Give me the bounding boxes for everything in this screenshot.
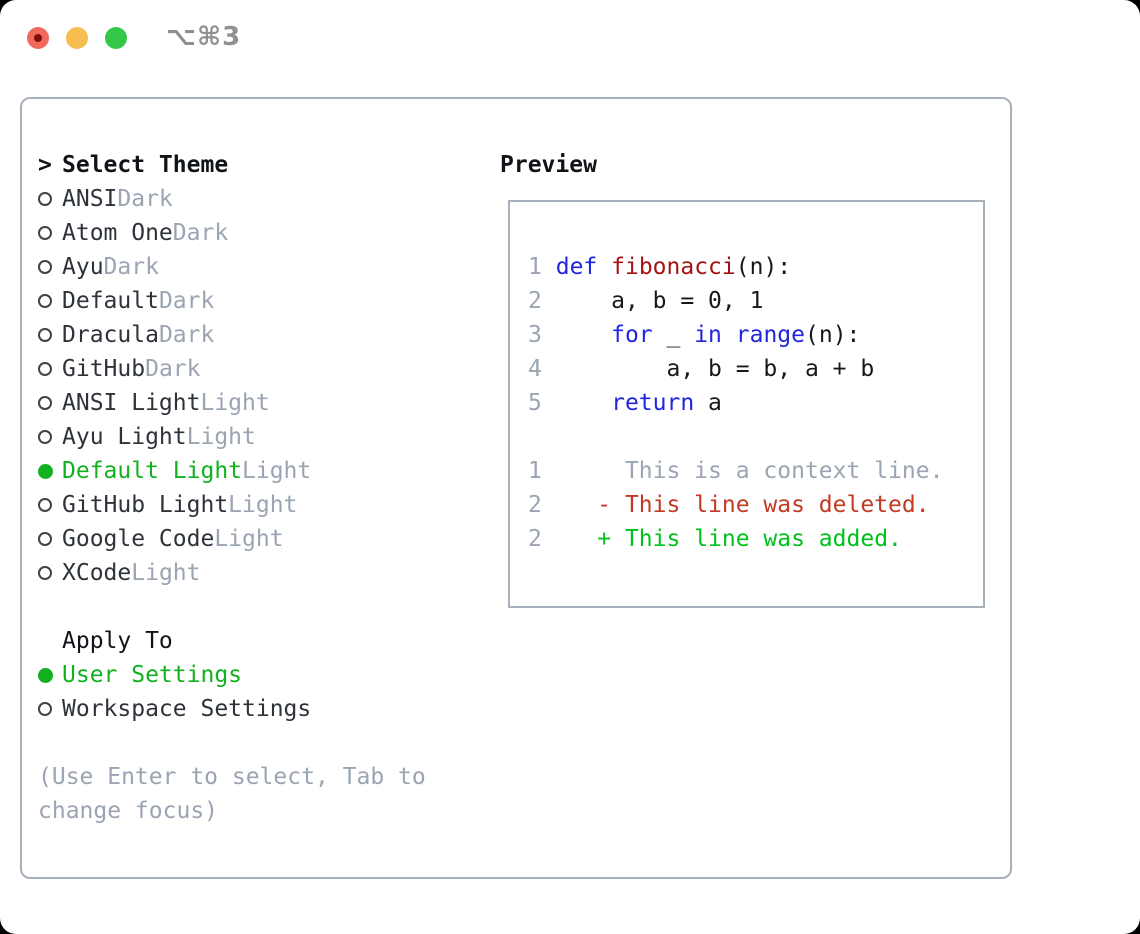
apply-to-title: Apply To xyxy=(62,628,173,654)
code-line: 5 return a xyxy=(528,390,722,416)
option-label: GitHub Light xyxy=(62,492,229,518)
apply-option[interactable]: User Settings xyxy=(38,658,426,692)
option-variant: Light xyxy=(242,458,312,484)
radio-icon xyxy=(38,498,52,512)
theme-option[interactable]: ANSI Dark xyxy=(38,182,426,216)
theme-option[interactable]: Atom One Dark xyxy=(38,216,426,250)
option-variant: Dark xyxy=(145,356,201,382)
code-line xyxy=(528,420,983,454)
radio-icon xyxy=(38,430,52,444)
option-label: Dracula xyxy=(62,322,159,348)
radio-icon xyxy=(38,294,52,308)
code-line: 3 for _ in range(n): xyxy=(528,322,861,348)
help-text-line-1: (Use Enter to select, Tab to xyxy=(38,764,426,790)
theme-option[interactable]: Dracula Dark xyxy=(38,318,426,352)
theme-option[interactable]: Google Code Light xyxy=(38,522,426,556)
theme-option[interactable]: GitHub Light Light xyxy=(38,488,426,522)
help-text-line-2: change focus) xyxy=(38,798,219,824)
code-line: 1 This is a context line. xyxy=(528,458,944,484)
theme-option[interactable]: Ayu Dark xyxy=(38,250,426,284)
option-label: Ayu Light xyxy=(62,424,187,450)
option-variant: Dark xyxy=(172,220,229,246)
option-variant: Light xyxy=(186,424,256,450)
cursor-icon: > xyxy=(38,152,52,178)
option-label: Ayu xyxy=(62,254,104,280)
option-variant: Dark xyxy=(158,288,215,314)
minimize-button[interactable] xyxy=(66,27,88,49)
radio-icon xyxy=(38,260,52,274)
radio-icon xyxy=(38,328,52,342)
option-label: ANSI Light xyxy=(62,390,201,416)
theme-option[interactable]: Default Light Light xyxy=(38,454,426,488)
theme-list-header: > Select Theme xyxy=(38,148,426,182)
option-label: Default xyxy=(62,288,159,314)
option-variant: Light xyxy=(200,390,270,416)
radio-icon xyxy=(38,226,52,240)
preview-box: 1 def fibonacci(n): 2 a, b = 0, 1 3 for _ … xyxy=(508,200,985,608)
radio-icon xyxy=(38,532,52,546)
spacer xyxy=(38,726,426,760)
radio-icon xyxy=(38,702,52,716)
option-label: Default Light xyxy=(62,458,243,484)
radio-selected-icon xyxy=(38,667,53,683)
option-label: User Settings xyxy=(62,662,243,688)
apply-to-header: Apply To xyxy=(38,624,426,658)
theme-option[interactable]: Ayu Light Light xyxy=(38,420,426,454)
option-label: Workspace Settings xyxy=(62,696,312,722)
radio-icon xyxy=(38,566,52,580)
option-variant: Dark xyxy=(158,322,215,348)
code-line: 4 a, b = b, a + b xyxy=(528,356,875,382)
apply-option[interactable]: Workspace Settings xyxy=(38,692,426,726)
zoom-button[interactable] xyxy=(105,27,127,49)
theme-option[interactable]: XCode Light xyxy=(38,556,426,590)
code-line: 1 def fibonacci(n): xyxy=(528,254,792,280)
edited-indicator-icon xyxy=(34,34,42,42)
option-variant: Light xyxy=(214,526,284,552)
option-label: ANSI xyxy=(62,186,118,212)
option-label: XCode xyxy=(62,560,132,586)
code-line: 2 a, b = 0, 1 xyxy=(528,288,764,314)
option-label: GitHub xyxy=(62,356,146,382)
option-label: Atom One xyxy=(62,220,173,246)
code-line: 2 - This line was deleted. xyxy=(528,492,930,518)
spacer xyxy=(38,590,426,624)
theme-option[interactable]: ANSI Light Light xyxy=(38,386,426,420)
option-variant: Light xyxy=(228,492,298,518)
preview-title: Preview xyxy=(500,152,597,178)
radio-icon xyxy=(38,192,52,206)
option-variant: Dark xyxy=(117,186,173,212)
theme-option[interactable]: Default Dark xyxy=(38,284,426,318)
window-title: ⌥⌘3 xyxy=(166,22,242,52)
radio-selected-icon xyxy=(38,463,53,479)
code-line: 2 + This line was added. xyxy=(528,526,902,552)
option-variant: Dark xyxy=(103,254,159,280)
radio-icon xyxy=(38,396,52,410)
option-variant: Light xyxy=(131,560,201,586)
theme-option[interactable]: GitHub Dark xyxy=(38,352,426,386)
code-preview: 1 def fibonacci(n): 2 a, b = 0, 1 3 for _ … xyxy=(510,202,983,556)
option-label: Google Code xyxy=(62,526,215,552)
theme-list-title: Select Theme xyxy=(62,152,229,178)
close-button[interactable] xyxy=(27,27,49,49)
radio-icon xyxy=(38,362,52,376)
